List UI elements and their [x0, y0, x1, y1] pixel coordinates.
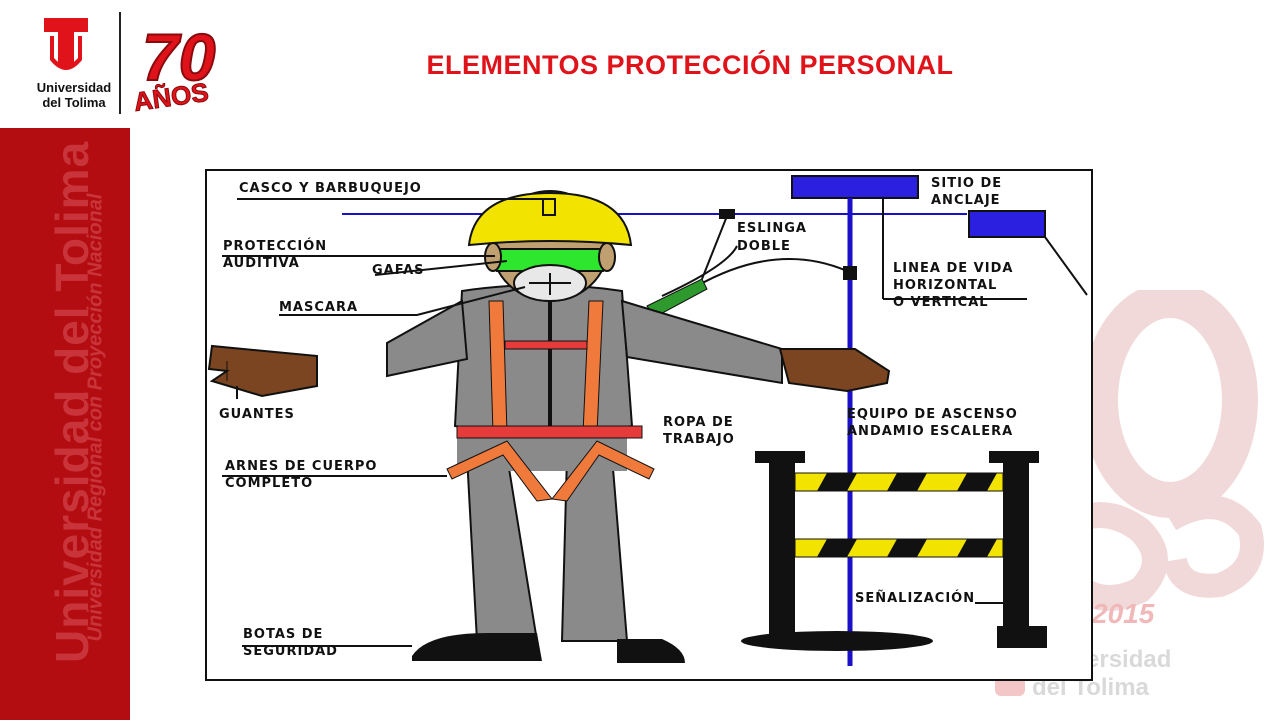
watermark-year: 2015: [1092, 598, 1155, 629]
sidebar-sub-text: Universidad Regional con Proyección Naci…: [84, 193, 107, 642]
work-suit: [453, 284, 634, 435]
glove-right: [778, 348, 891, 393]
glove-left: [207, 344, 318, 398]
label-proteccion-1: PROTECCIÓN: [223, 239, 328, 254]
warning-stripe-top: [794, 472, 1004, 492]
anchor-block-1: [791, 175, 919, 199]
label-guantes: GUANTES: [219, 407, 295, 422]
label-senalizacion: SEÑALIZACIÓN: [855, 591, 976, 607]
ppe-diagram: CASCO Y BARBUQUEJO PROTECCIÓN AUDITIVA G…: [205, 169, 1093, 681]
sidebar-band: Universidad del Tolima Universidad Regio…: [0, 128, 130, 720]
label-arnes-2: COMPLETO: [225, 476, 314, 491]
leg-strap-left: [446, 440, 553, 502]
label-eslinga-2: DOBLE: [737, 239, 791, 254]
logo-line1: Universidad: [36, 80, 112, 95]
label-ropa-2: TRABAJO: [663, 432, 735, 447]
label-anclaje-2: ANCLAJE: [931, 193, 1001, 208]
label-botas-2: SEGURIDAD: [243, 644, 338, 659]
label-proteccion-2: AUDITIVA: [223, 256, 300, 271]
label-casco: CASCO Y BARBUQUEJO: [239, 181, 422, 196]
ppe-illustration: [207, 175, 1088, 666]
label-linea-3: O VERTICAL: [893, 295, 989, 310]
boot-right: [617, 639, 685, 663]
label-equipo-2: ANDAMIO ESCALERA: [847, 424, 1014, 439]
label-botas-1: BOTAS DE: [243, 627, 324, 642]
waist-belt: [456, 425, 643, 439]
watermark-graphic: [995, 282, 1264, 696]
chest-strap: [504, 340, 588, 350]
label-mascara: MASCARA: [279, 300, 359, 315]
label-anclaje-1: SITIO DE: [931, 176, 1003, 191]
anchor-block-2: [968, 210, 1046, 238]
label-linea-2: HORIZONTAL: [893, 278, 998, 293]
boot-left: [412, 633, 542, 661]
helmet: [467, 191, 633, 247]
label-equipo-1: EQUIPO DE ASCENSO: [847, 407, 1018, 422]
label-ropa-1: ROPA DE: [663, 415, 734, 430]
logo-70: 70: [142, 20, 216, 94]
university-logo: 70 AÑOS Universidad del Tolima: [30, 10, 230, 120]
logo-line2: del Tolima: [42, 95, 106, 110]
leg-strap-right: [551, 440, 655, 502]
university-logo-mark: 70 AÑOS: [44, 12, 217, 117]
label-arnes-1: ARNES DE CUERPO: [225, 459, 378, 474]
label-eslinga-1: ESLINGA: [737, 221, 807, 236]
label-linea-1: LINEA DE VIDA: [893, 261, 1014, 276]
warning-stripe-bottom: [794, 538, 1004, 558]
page-title: ELEMENTOS PROTECCIÓN PERSONAL: [426, 50, 954, 80]
label-gafas: GAFAS: [372, 263, 425, 278]
